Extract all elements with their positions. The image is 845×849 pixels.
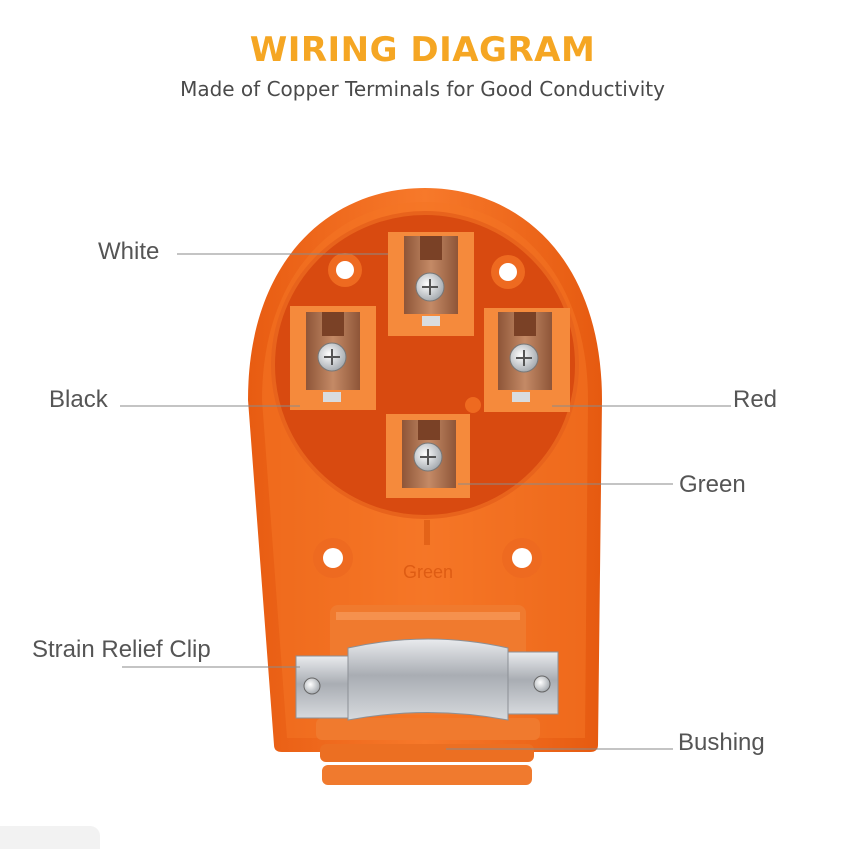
mounting-hole-icon [328, 253, 362, 287]
diagram-subtitle: Made of Copper Terminals for Good Conduc… [180, 77, 665, 101]
terminal-black [290, 306, 376, 410]
label-white: White [98, 238, 160, 265]
center-pin-icon [465, 397, 481, 413]
label-red: Red [733, 386, 778, 413]
mounting-hole-icon [502, 538, 542, 578]
mounting-hole-icon [491, 255, 525, 289]
strain-relief-clip [295, 638, 559, 721]
embossed-green-text: Green [403, 562, 453, 582]
diagram-title: WIRING DIAGRAM [249, 30, 596, 70]
label-green: Green [679, 471, 746, 498]
mounting-hole-icon [313, 538, 353, 578]
terminal-white [388, 232, 474, 336]
terminal-green [386, 414, 470, 498]
receptacle-well [273, 213, 577, 517]
clip-screw-icon [303, 677, 321, 695]
terminal-red [484, 308, 570, 412]
corner-tab [0, 826, 100, 849]
label-black: Black [49, 386, 108, 413]
label-strain-relief-clip: Strain Relief Clip [32, 636, 211, 663]
label-bushing: Bushing [678, 729, 765, 756]
leader-lines [120, 253, 731, 750]
clip-screw-icon [533, 675, 551, 693]
